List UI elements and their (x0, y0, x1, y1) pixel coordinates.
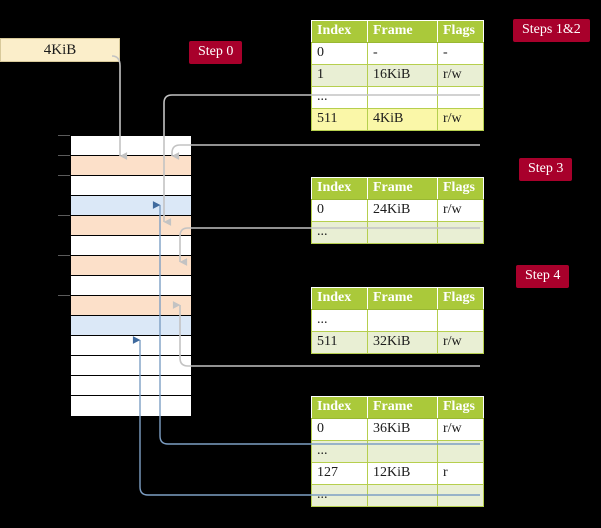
cell-index: 0 (311, 199, 368, 222)
source-frame-box: 4KiB (0, 38, 120, 62)
cell-flags: r/w (437, 108, 484, 131)
cell-flags: r/w (437, 418, 484, 441)
cell-flags: r (437, 462, 484, 485)
memory-row (71, 256, 191, 276)
memory-tick (58, 135, 71, 136)
cell-flags (437, 484, 484, 507)
badge-step-3: Step 3 (519, 158, 573, 181)
cell-flags: r/w (437, 331, 484, 354)
physical-memory-column (70, 135, 191, 416)
memory-row (71, 356, 191, 376)
table-row: ... (311, 440, 484, 463)
memory-row (71, 336, 191, 356)
cell-flags (437, 86, 484, 109)
memory-row (71, 216, 191, 236)
memory-row (71, 376, 191, 396)
cell-flags: r/w (437, 199, 484, 222)
memory-row (71, 296, 191, 316)
cell-frame (367, 484, 438, 507)
wire-table1-row511-to-memory (171, 144, 480, 160)
table-header-row: Index Frame Flags (311, 20, 484, 43)
column-header-frame: Frame (367, 287, 438, 310)
page-table-2: Index Frame Flags 0 24KiB r/w ... (311, 177, 484, 244)
table-header-row: Index Frame Flags (311, 287, 484, 310)
column-header-index: Index (311, 396, 368, 419)
memory-row (71, 156, 191, 176)
cell-flags (437, 309, 484, 332)
memory-row (71, 176, 191, 196)
memory-tick (58, 155, 71, 156)
cell-frame: 24KiB (367, 199, 438, 222)
badge-step-4: Step 4 (516, 265, 570, 288)
table-row: 511 32KiB r/w (311, 331, 484, 354)
table-header-row: Index Frame Flags (311, 177, 484, 200)
cell-frame: - (367, 42, 438, 65)
source-frame-label: 4KiB (43, 42, 77, 58)
column-header-frame: Frame (367, 396, 438, 419)
column-header-flags: Flags (437, 177, 484, 200)
memory-row (71, 196, 191, 216)
table-row: 0 - - (311, 42, 484, 65)
cell-flags: - (437, 42, 484, 65)
memory-row (71, 236, 191, 256)
badge-step-0: Step 0 (189, 41, 243, 64)
cell-index: ... (311, 440, 368, 463)
table-row: 511 4KiB r/w (311, 108, 484, 131)
table-row: 0 24KiB r/w (311, 199, 484, 222)
page-table-4: Index Frame Flags 0 36KiB r/w ... 127 12… (311, 396, 484, 507)
memory-tick (58, 175, 71, 176)
table-row: ... (311, 484, 484, 507)
cell-frame: 36KiB (367, 418, 438, 441)
cell-frame: 16KiB (367, 64, 438, 87)
page-table-3: Index Frame Flags ... 511 32KiB r/w (311, 287, 484, 354)
table-header-row: Index Frame Flags (311, 396, 484, 419)
table-row: 1 16KiB r/w (311, 64, 484, 87)
cell-flags (437, 440, 484, 463)
table-row: ... (311, 309, 484, 332)
cell-frame (367, 309, 438, 332)
table-row: ... (311, 221, 484, 244)
cell-index: 127 (311, 462, 368, 485)
cell-flags: r/w (437, 64, 484, 87)
cell-frame (367, 86, 438, 109)
column-header-flags: Flags (437, 20, 484, 43)
column-header-index: Index (311, 20, 368, 43)
cell-flags (437, 221, 484, 244)
cell-index: ... (311, 484, 368, 507)
column-header-frame: Frame (367, 177, 438, 200)
cell-frame: 32KiB (367, 331, 438, 354)
cell-frame (367, 440, 438, 463)
cell-index: 1 (311, 64, 368, 87)
memory-tick (58, 215, 71, 216)
cell-frame: 4KiB (367, 108, 438, 131)
memory-row (71, 136, 191, 156)
memory-row (71, 396, 191, 416)
cell-index: ... (311, 221, 368, 244)
cell-frame (367, 221, 438, 244)
column-header-frame: Frame (367, 20, 438, 43)
memory-row (71, 316, 191, 336)
cell-index: 0 (311, 42, 368, 65)
cell-frame: 12KiB (367, 462, 438, 485)
page-table-1: Index Frame Flags 0 - - 1 16KiB r/w ... (311, 20, 484, 131)
memory-tick (58, 295, 71, 296)
table-row: ... (311, 86, 484, 109)
cell-index: ... (311, 86, 368, 109)
memory-row (71, 276, 191, 296)
memory-tick (58, 255, 71, 256)
column-header-flags: Flags (437, 287, 484, 310)
column-header-flags: Flags (437, 396, 484, 419)
table-row: 127 12KiB r (311, 462, 484, 485)
cell-index: 0 (311, 418, 368, 441)
cell-index: 511 (311, 331, 368, 354)
cell-index: 511 (311, 108, 368, 131)
cell-index: ... (311, 309, 368, 332)
table-row: 0 36KiB r/w (311, 418, 484, 441)
column-header-index: Index (311, 177, 368, 200)
badge-steps-1-2: Steps 1&2 (513, 19, 590, 42)
column-header-index: Index (311, 287, 368, 310)
